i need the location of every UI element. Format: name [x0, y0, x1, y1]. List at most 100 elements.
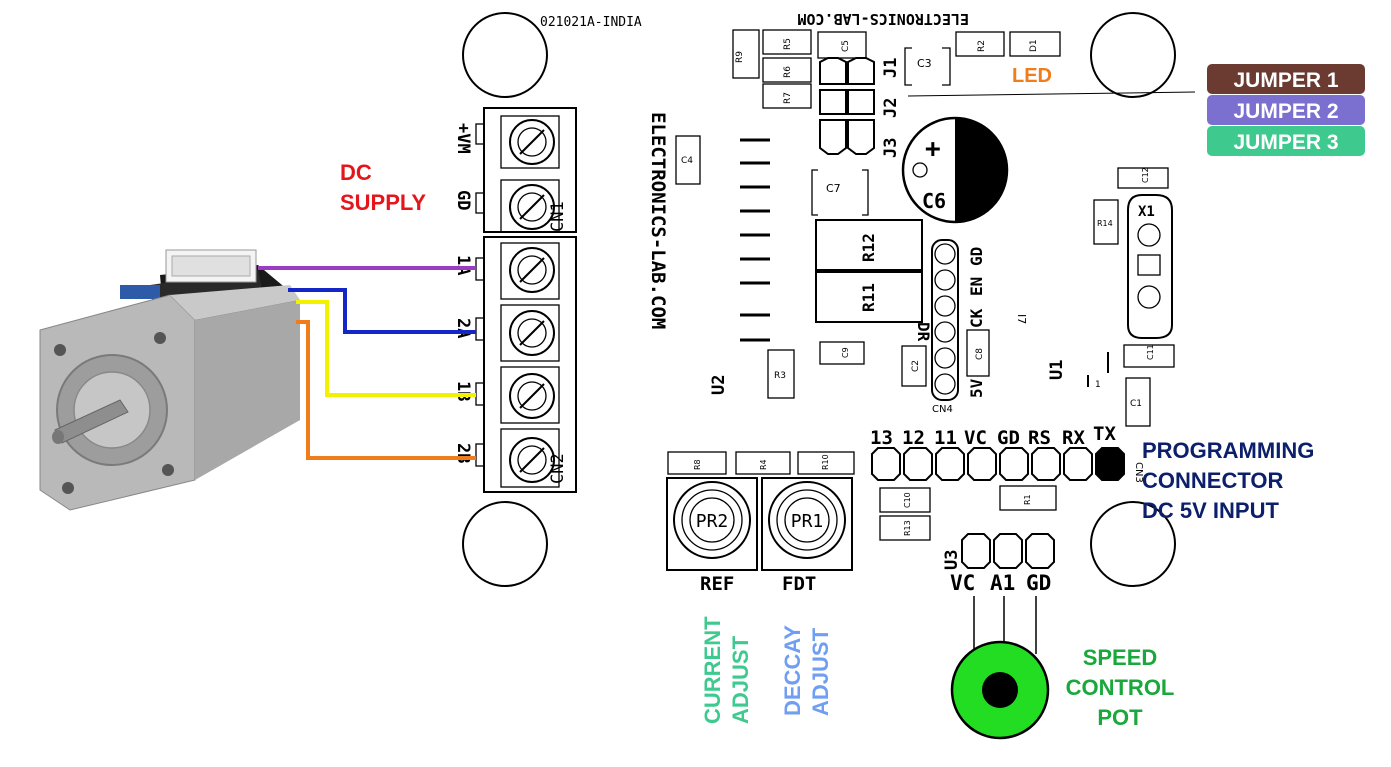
u2-label: U2 [709, 375, 729, 395]
r7-label: R7 [783, 92, 793, 104]
r11-body [815, 271, 923, 323]
terminal-block-cn2 [475, 236, 577, 493]
cn4-pin-gd: GD [967, 247, 986, 266]
dc-supply-line-1: DC [340, 160, 372, 185]
brand-side: ELECTRONICS-LAB.COM [647, 112, 669, 329]
pin-label-gd: GD [453, 190, 473, 210]
mounting-hole-top-left [462, 12, 548, 98]
deccay-callout-1: DECCAY [780, 625, 805, 716]
u1-pin1-label: 1 [1095, 380, 1101, 390]
cn1-label: CN1 [548, 201, 568, 232]
stepper-motor [39, 249, 300, 511]
legend-jumper-2-label: JUMPER 2 [1233, 100, 1338, 123]
r9-label: R9 [735, 51, 745, 63]
cn4-label: CN4 [932, 404, 953, 415]
r12-body [815, 219, 923, 271]
pot-pin-vc: VC [950, 571, 975, 595]
c3-label: C3 [917, 57, 932, 70]
c1-label: C1 [1130, 399, 1142, 409]
ref-label: REF [700, 573, 734, 595]
legend-jumper-2 [1207, 95, 1365, 125]
r8-label: R8 [693, 459, 702, 470]
jumper-leader-line [907, 91, 1196, 97]
wire-2b [296, 320, 476, 460]
pin-label-2a: 2A [453, 318, 473, 338]
mounting-hole-bottom-left [462, 501, 548, 587]
deccay-callout-2: ADJUST [808, 627, 833, 716]
j1-label: J1 [881, 58, 901, 78]
legend-jumper-1-label: JUMPER 1 [1233, 69, 1338, 92]
programming-callout-3: DC 5V INPUT [1142, 498, 1279, 523]
u3-label: U3 [942, 550, 962, 570]
r13-label: R13 [903, 520, 912, 536]
dc-supply-line-2: SUPPLY [340, 190, 426, 215]
d1-label: D1 [1029, 39, 1039, 52]
pin-label-1a: 1A [453, 255, 473, 275]
programming-callout-1: PROGRAMMING [1142, 438, 1314, 463]
current-callout-1: CURRENT [700, 616, 725, 724]
programming-callout-2: CONNECTOR [1142, 468, 1283, 493]
speed-callout-3: POT [1097, 705, 1143, 730]
c4-label: C4 [681, 156, 693, 166]
prog-pin-rx: RX [1062, 427, 1085, 449]
u2-pins [740, 138, 770, 342]
programming-header [871, 447, 1125, 481]
prog-pin-gd: GD [997, 427, 1020, 449]
pot-pin-gd: GD [1026, 571, 1051, 595]
u1-label: U1 [1047, 360, 1067, 380]
current-callout-2: ADJUST [728, 635, 753, 724]
r4-label: R4 [759, 459, 768, 470]
capacitor-c6 [901, 116, 1009, 224]
c8-label: C8 [975, 348, 985, 360]
j3-label: J3 [881, 138, 901, 158]
legend-jumper-3-label: JUMPER 3 [1233, 131, 1338, 154]
cn4-pin-dr: DR [914, 322, 933, 342]
wire-1b [296, 300, 476, 397]
c10-label: C10 [903, 492, 912, 508]
wire-2a [288, 288, 476, 334]
r12-label: R12 [859, 233, 878, 262]
c5-label: C5 [841, 40, 851, 52]
brand-top: ELECTRONICS-LAB.COM [797, 10, 969, 28]
jumper-block [819, 57, 875, 155]
c11-label: C11 [1146, 344, 1155, 360]
crystal-x1 [1127, 194, 1173, 339]
fdt-label: FDT [782, 573, 816, 595]
mounting-hole-bottom-right [1090, 501, 1176, 587]
c6-plus: + [925, 134, 941, 164]
cn4-pin-en: EN [967, 277, 986, 296]
x1-label: X1 [1138, 204, 1155, 220]
r10-label: R10 [821, 454, 830, 470]
speed-callout-2: CONTROL [1066, 675, 1175, 700]
prog-pin-tx: TX [1093, 423, 1116, 445]
led-callout: LED [1012, 65, 1052, 87]
j2-label: J2 [881, 98, 901, 118]
prog-pin-12: 12 [902, 427, 925, 449]
cn4-pin-ck: CK [967, 308, 986, 328]
c7-label: C7 [826, 182, 841, 195]
pot-header [961, 533, 1055, 569]
trimmer-pr1 [761, 477, 853, 571]
legend-jumper-1 [1207, 64, 1365, 94]
legend-jumper-3 [1207, 126, 1365, 156]
part-code: 021021A-INDIA [540, 15, 642, 30]
c9-label: C9 [841, 347, 850, 358]
terminal-block-cn1 [475, 107, 577, 233]
mounting-hole-top-right [1090, 12, 1176, 98]
c12-label: C12 [1141, 167, 1150, 183]
prog-pin-13: 13 [870, 427, 893, 449]
r3-label: R3 [774, 371, 786, 381]
speed-callout-1: SPEED [1083, 645, 1158, 670]
cn4-pin-5v: 5V [967, 378, 986, 398]
cn3-label: CN3 [1133, 462, 1144, 483]
pr1-label: PR1 [791, 511, 824, 532]
c2-label: C2 [911, 360, 921, 372]
speed-control-pot [950, 640, 1050, 740]
pin-label-2b: 2B [453, 443, 473, 463]
pot-pin-a1: A1 [990, 571, 1015, 595]
pin-label-1b: 1B [453, 381, 473, 401]
r5-label: R5 [783, 38, 793, 50]
r14-label: R14 [1097, 219, 1113, 228]
r6-label: R6 [783, 66, 793, 78]
